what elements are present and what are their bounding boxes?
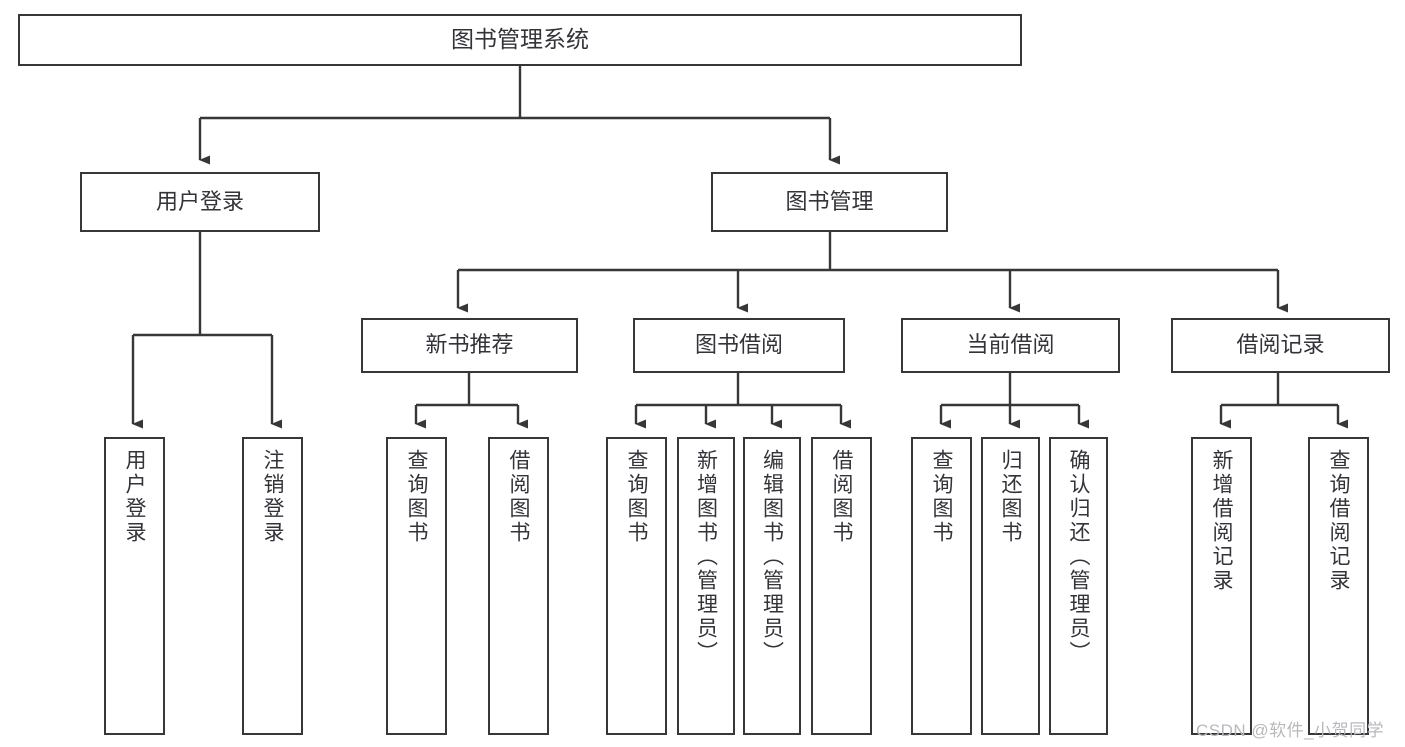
- node-root[interactable]: 图书管理系统: [18, 14, 1022, 66]
- node-leaf-add-record-label: 新增借阅记录: [1210, 449, 1233, 593]
- node-borrow-record[interactable]: 借阅记录: [1171, 318, 1390, 373]
- node-leaf-user-login-label: 用户登录: [123, 449, 146, 545]
- node-leaf-edit-book-label: 编辑图书（管理员）: [760, 449, 784, 665]
- node-leaf-logout-login[interactable]: 注销登录: [242, 437, 303, 735]
- node-leaf-borrow-book-2[interactable]: 借阅图书: [811, 437, 872, 735]
- node-leaf-add-book[interactable]: 新增图书（管理员）: [677, 437, 735, 735]
- node-leaf-edit-book[interactable]: 编辑图书（管理员）: [743, 437, 801, 735]
- node-leaf-query-record-label: 查询借阅记录: [1327, 449, 1350, 593]
- node-leaf-confirm-return-label: 确认归还（管理员）: [1067, 449, 1090, 665]
- csdn-watermark: CSDN @软件_小贺同学: [1196, 721, 1385, 740]
- node-leaf-query-record[interactable]: 查询借阅记录: [1308, 437, 1369, 735]
- node-leaf-user-login[interactable]: 用户登录: [104, 437, 165, 735]
- node-new-book-recommend-label: 新书推荐: [425, 332, 514, 358]
- node-current-borrow[interactable]: 当前借阅: [901, 318, 1120, 373]
- node-borrow-record-label: 借阅记录: [1236, 332, 1325, 358]
- node-leaf-query-book-2-label: 查询图书: [625, 449, 648, 545]
- node-leaf-return-book[interactable]: 归还图书: [981, 437, 1040, 735]
- node-leaf-logout-login-label: 注销登录: [261, 449, 284, 545]
- node-new-book-recommend[interactable]: 新书推荐: [361, 318, 578, 373]
- node-leaf-add-book-label: 新增图书（管理员）: [694, 449, 718, 665]
- node-leaf-query-book-1-label: 查询图书: [405, 449, 428, 545]
- node-leaf-borrow-book-1[interactable]: 借阅图书: [488, 437, 549, 735]
- node-book-manage[interactable]: 图书管理: [711, 172, 948, 232]
- node-leaf-query-book-3[interactable]: 查询图书: [911, 437, 972, 735]
- node-leaf-confirm-return[interactable]: 确认归还（管理员）: [1049, 437, 1108, 735]
- node-book-manage-label: 图书管理: [785, 188, 874, 214]
- node-user-login[interactable]: 用户登录: [80, 172, 320, 232]
- node-leaf-query-book-2[interactable]: 查询图书: [606, 437, 667, 735]
- node-current-borrow-label: 当前借阅: [966, 332, 1055, 358]
- node-book-borrow-label: 图书借阅: [694, 332, 783, 358]
- node-leaf-return-book-label: 归还图书: [999, 449, 1022, 545]
- node-user-login-label: 用户登录: [155, 188, 244, 214]
- node-root-label: 图书管理系统: [451, 26, 589, 53]
- node-leaf-query-book-1[interactable]: 查询图书: [386, 437, 447, 735]
- node-leaf-query-book-3-label: 查询图书: [930, 449, 953, 545]
- node-book-borrow[interactable]: 图书借阅: [633, 318, 845, 373]
- node-leaf-borrow-book-1-label: 借阅图书: [507, 449, 530, 545]
- node-leaf-add-record[interactable]: 新增借阅记录: [1191, 437, 1252, 735]
- node-leaf-borrow-book-2-label: 借阅图书: [830, 449, 853, 545]
